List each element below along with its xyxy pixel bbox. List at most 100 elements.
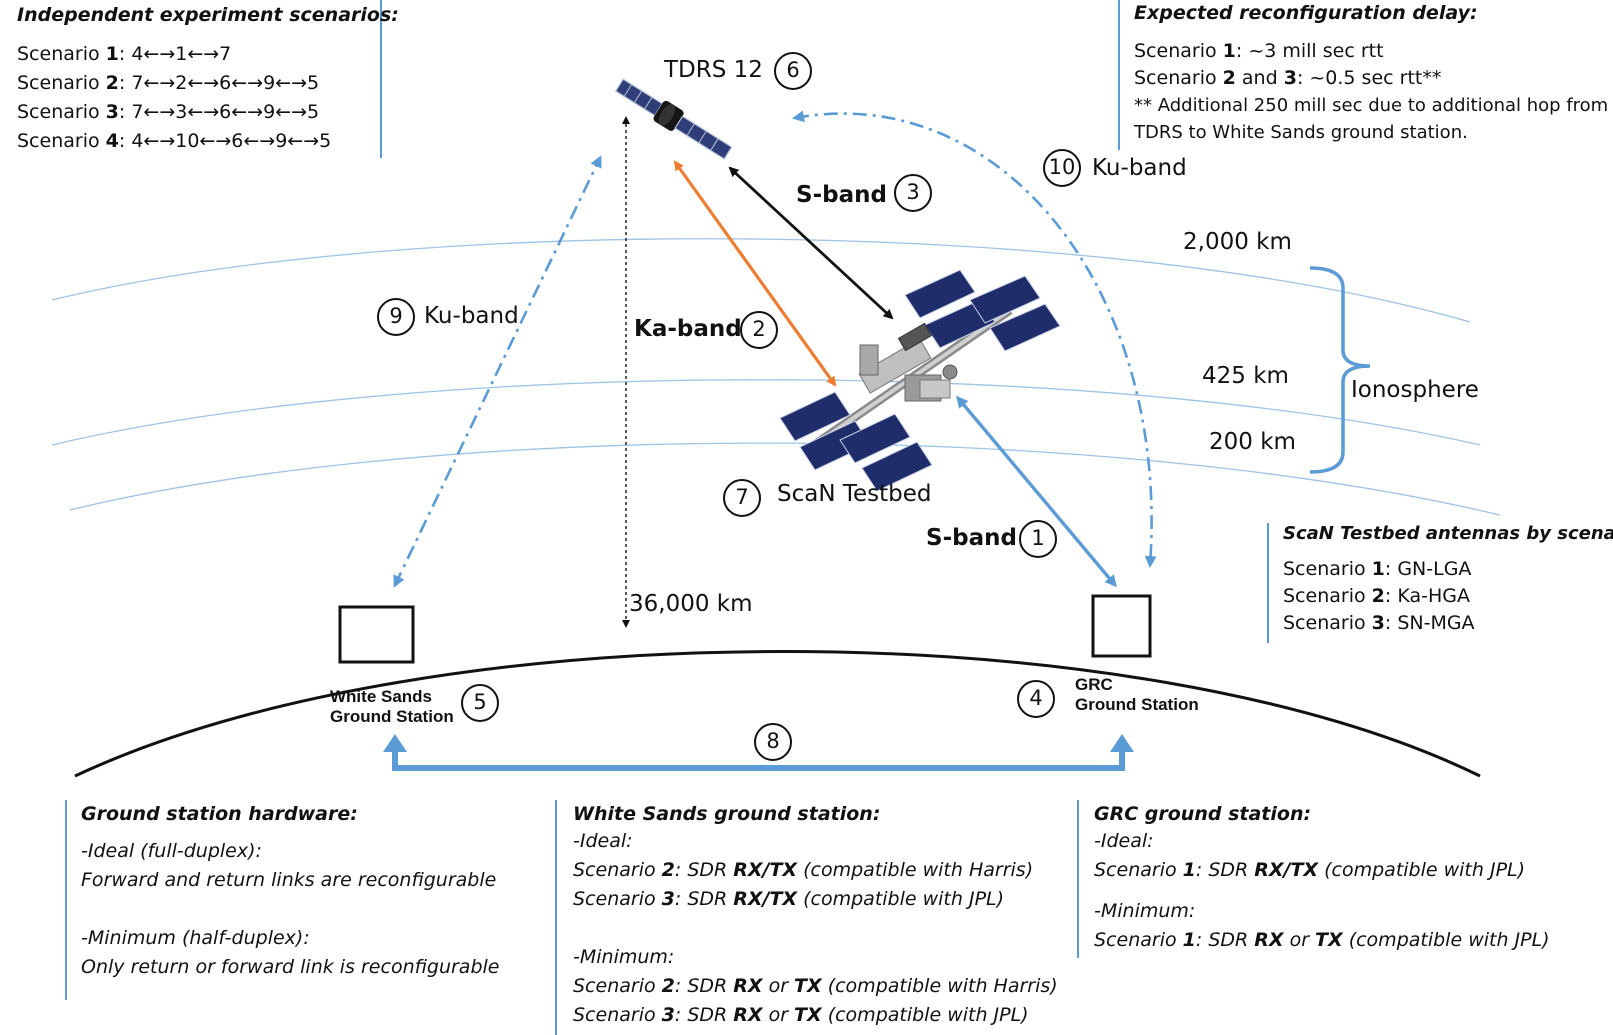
tdrs-label: TDRS 12 — [664, 57, 763, 83]
ws-prefix: Scenario — [573, 859, 662, 881]
ws-scenario-number: 2 — [661, 859, 675, 881]
kuband-left-link — [393, 155, 602, 588]
ionosphere-bracket — [1309, 266, 1371, 474]
hardware-line: -Minimum (half-duplex): — [81, 927, 310, 949]
scenario-number: 4 — [105, 130, 119, 152]
delay-footnote-line: TDRS to White Sands ground station. — [1134, 122, 1468, 143]
scenario-number: 3 — [105, 101, 119, 123]
sband-bottom-number-badge: 1 — [1019, 520, 1057, 558]
delay-scenario-number: 2 — [1222, 67, 1236, 89]
delay-prefix: Scenario — [1134, 67, 1223, 89]
experiment-scenarios-block: Independent experiment scenarios: Scenar… — [17, 4, 399, 156]
kuband-right-link — [792, 110, 1157, 568]
ground-hardware-panel — [65, 800, 67, 1000]
hardware-line: -Ideal (full-duplex): — [81, 840, 262, 862]
grc-mode: RX/TX — [1254, 859, 1319, 881]
grc-hw-panel — [1077, 800, 1079, 958]
scenario-number: 2 — [105, 72, 119, 94]
ground-link-number-badge: 8 — [754, 723, 792, 761]
reconfiguration-delay-block: Expected reconfiguration delay: Scenario… — [1134, 2, 1609, 146]
grc-sdr: : SDR — [1195, 929, 1255, 951]
ws-scenario-number: 3 — [661, 888, 675, 910]
grc-number-badge: 4 — [1017, 680, 1055, 718]
antenna-scenario-number: 3 — [1371, 612, 1385, 634]
grc-compat: (compatible with JPL) — [1342, 929, 1550, 951]
antenna-prefix: Scenario — [1283, 612, 1372, 634]
antenna-scenario-number: 1 — [1371, 558, 1385, 580]
kuband-right-label: Ku-band — [1092, 155, 1187, 181]
scenario-row: Scenario 2: 7←→2←→6←→9←→5 — [17, 69, 399, 98]
hardware-spacer — [81, 895, 541, 924]
ws-minimum-row: Scenario 2: SDR RX or TX (compatible wit… — [573, 972, 1063, 1001]
sband-top-label: S-band — [796, 182, 887, 208]
altitude-200-label: 200 km — [1209, 429, 1296, 455]
scenario-path: : 7←→3←→6←→9←→5 — [118, 101, 320, 123]
scenario-prefix: Scenario — [17, 43, 106, 65]
white-sands-hw-block: White Sands ground station: -Ideal: Scen… — [573, 803, 1063, 1030]
grc-prefix: Scenario — [1094, 929, 1183, 951]
ws-mode: RX/TX — [733, 888, 798, 910]
sband-top-number-badge: 3 — [894, 174, 932, 212]
ws-sdr: : SDR — [674, 859, 734, 881]
grc-scenario-number: 1 — [1182, 859, 1196, 881]
altitude-2000-label: 2,000 km — [1183, 229, 1292, 255]
antenna-name: : SN-MGA — [1384, 612, 1475, 634]
white-sands-station-line: White Sands — [330, 687, 433, 706]
grc-minimum-row: Scenario 1: SDR RX or TX (compatible wit… — [1094, 926, 1609, 955]
ws-spacer — [573, 914, 1063, 943]
delay-footnote-line: ** Additional 250 mill sec due to additi… — [1134, 95, 1609, 116]
ws-compat: (compatible with Harris) — [797, 859, 1034, 881]
grc-or: or — [1283, 929, 1316, 951]
scenario-prefix: Scenario — [17, 72, 106, 94]
antenna-prefix: Scenario — [1283, 585, 1372, 607]
delay-prefix: Scenario — [1134, 40, 1223, 62]
antenna-row: Scenario 2: Ka-HGA — [1283, 583, 1608, 610]
scenario-path: : 7←→2←→6←→9←→5 — [118, 72, 320, 94]
delay-row: Scenario 2 and 3: ~0.5 sec rtt** — [1134, 65, 1609, 92]
ws-mode: TX — [794, 975, 822, 997]
scenario-row: Scenario 4: 4←→10←→6←→9←→5 — [17, 127, 399, 156]
experiment-scenarios-title: Independent experiment scenarios: — [17, 4, 399, 26]
ws-compat: (compatible with JPL) — [821, 1004, 1029, 1026]
altitude-36000-label: 36,000 km — [629, 591, 753, 617]
sband-bottom-label: S-band — [926, 525, 1017, 551]
delay-scenario-number: 1 — [1222, 40, 1236, 62]
hardware-line: Forward and return links are reconfigura… — [81, 869, 497, 891]
delay-row: Scenario 1: ~3 mill sec rtt — [1134, 38, 1609, 65]
ws-sdr: : SDR — [674, 975, 734, 997]
iss-station-icon — [779, 269, 1061, 492]
reconfiguration-delay-title: Expected reconfiguration delay: — [1134, 2, 1478, 24]
ionosphere-label: Ionosphere — [1351, 377, 1479, 403]
grc-station-line: GRC — [1075, 675, 1113, 694]
earth-surface — [74, 650, 1481, 778]
kaband-label: Ka-band — [634, 316, 742, 342]
ws-or: or — [762, 1004, 795, 1026]
antenna-prefix: Scenario — [1283, 558, 1372, 580]
grc-station-line: Ground Station — [1075, 695, 1199, 714]
scenario-path: : 4←→10←→6←→9←→5 — [118, 130, 332, 152]
ws-sdr: : SDR — [674, 1004, 734, 1026]
grc-ideal-heading: -Ideal: — [1094, 830, 1154, 852]
scenario-path: : 4←→1←→7 — [118, 43, 232, 65]
ws-compat: (compatible with Harris) — [821, 975, 1058, 997]
ws-mode: RX — [733, 1004, 763, 1026]
scenario-number: 1 — [105, 43, 119, 65]
delay-value: : ~0.5 sec rtt** — [1296, 67, 1442, 89]
antennas-block: ScaN Testbed antennas by scenario: Scena… — [1283, 523, 1613, 637]
antenna-row: Scenario 1: GN-LGA — [1283, 556, 1608, 583]
antenna-name: : Ka-HGA — [1384, 585, 1470, 607]
ground-hardware-block: Ground station hardware: -Ideal (full-du… — [81, 803, 541, 982]
antenna-name: : GN-LGA — [1384, 558, 1472, 580]
white-sands-hw-panel — [555, 800, 557, 1035]
tdrs-number-badge: 6 — [774, 52, 812, 90]
scan-testbed-label: ScaN Testbed — [777, 481, 932, 507]
reconfiguration-delay-panel — [1118, 0, 1120, 150]
grc-mode: TX — [1315, 929, 1343, 951]
scenario-prefix: Scenario — [17, 130, 106, 152]
white-sands-hw-title: White Sands ground station: — [573, 803, 881, 825]
delay-conjunction: and — [1235, 67, 1284, 89]
ws-compat: (compatible with JPL) — [797, 888, 1005, 910]
ws-ideal-row: Scenario 3: SDR RX/TX (compatible with J… — [573, 885, 1063, 914]
white-sands-station-line: Ground Station — [330, 707, 454, 726]
white-sands-station-box — [338, 605, 415, 664]
